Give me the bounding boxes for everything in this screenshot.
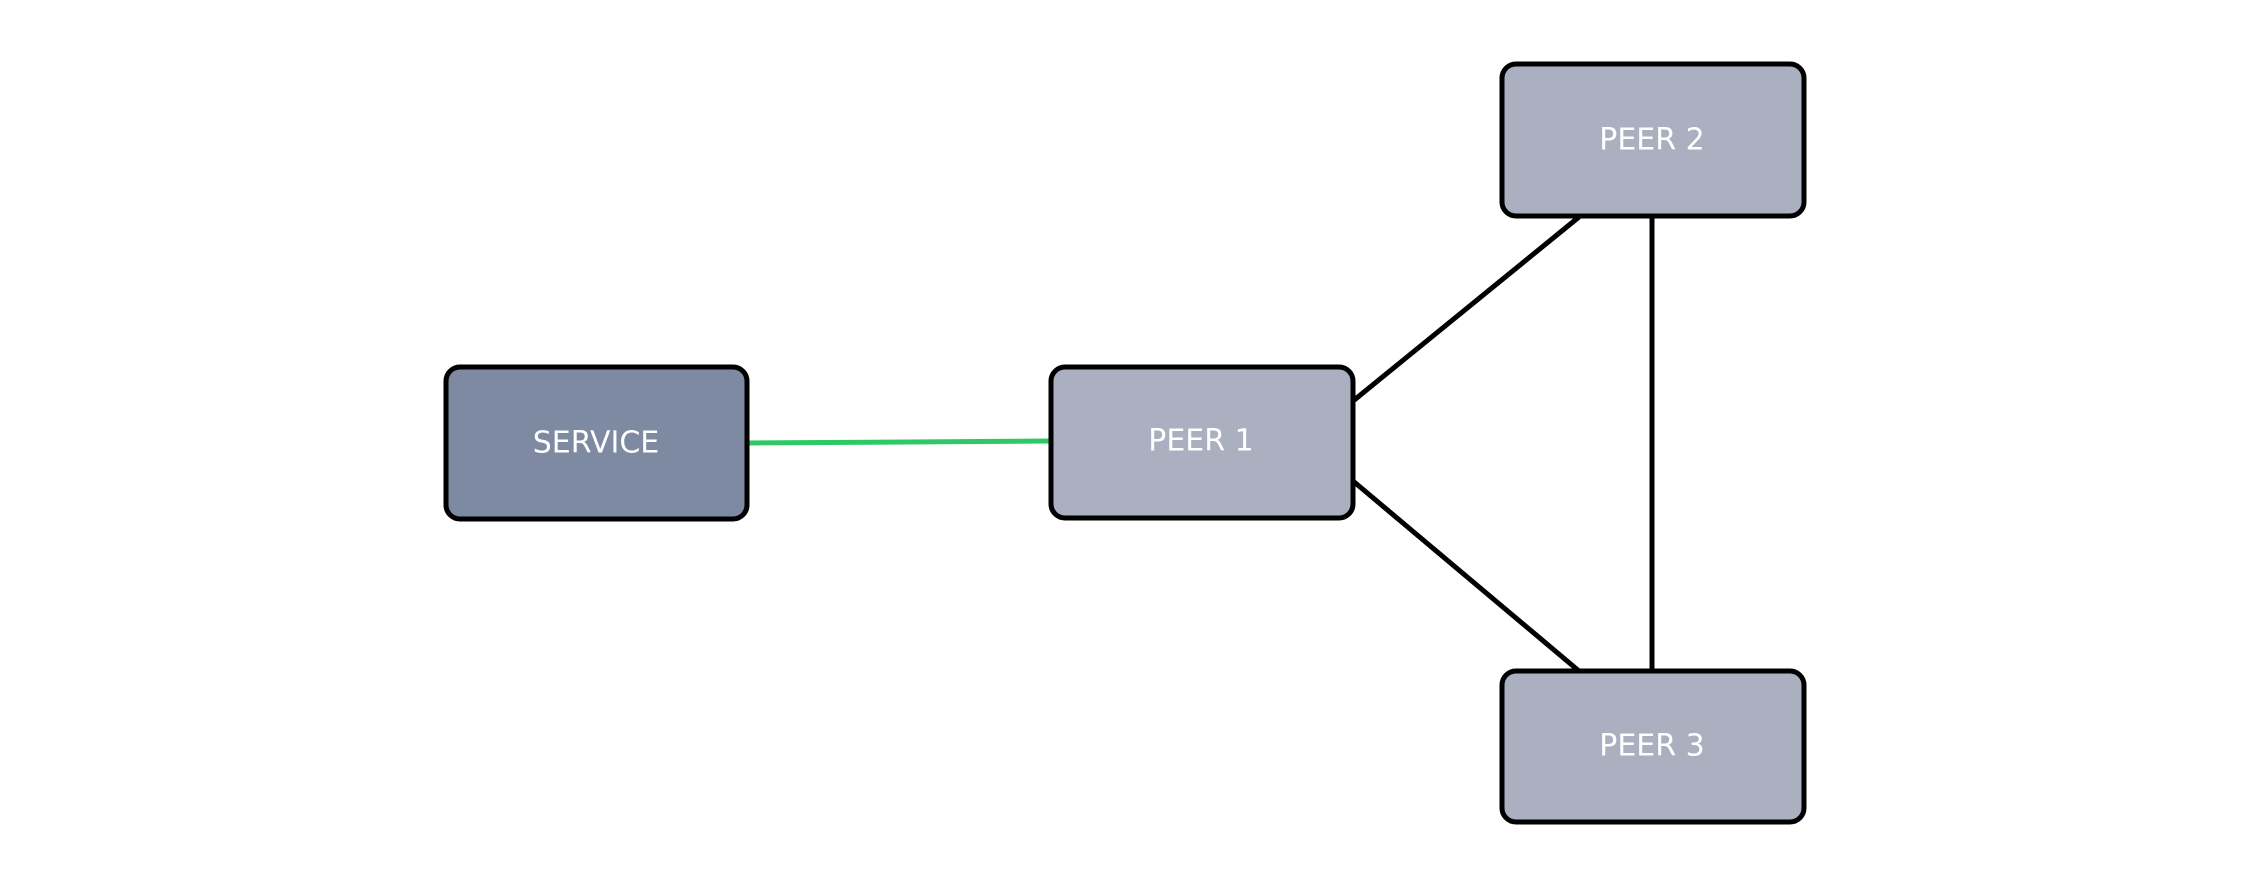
service-label: SERVICE xyxy=(533,426,659,461)
service-box xyxy=(443,364,750,522)
node-service[interactable]: SERVICE xyxy=(443,364,750,522)
edge-peer1-peer2 xyxy=(1351,215,1581,403)
edge-peer1-peer3 xyxy=(1351,479,1581,673)
peer3-label: PEER 3 xyxy=(1599,729,1704,764)
node-peer1[interactable]: PEER 1 xyxy=(1048,364,1356,521)
node-peer2[interactable]: PEER 2 xyxy=(1499,61,1807,219)
peer2-label: PEER 2 xyxy=(1599,123,1704,158)
peer1-label: PEER 1 xyxy=(1148,424,1253,459)
edge-service-to-peer1 xyxy=(747,438,1052,446)
peer2-box xyxy=(1499,61,1807,219)
peer3-box xyxy=(1499,668,1807,825)
node-peer3[interactable]: PEER 3 xyxy=(1499,668,1807,825)
edges-layer xyxy=(747,215,1655,673)
peer1-box xyxy=(1048,364,1356,521)
